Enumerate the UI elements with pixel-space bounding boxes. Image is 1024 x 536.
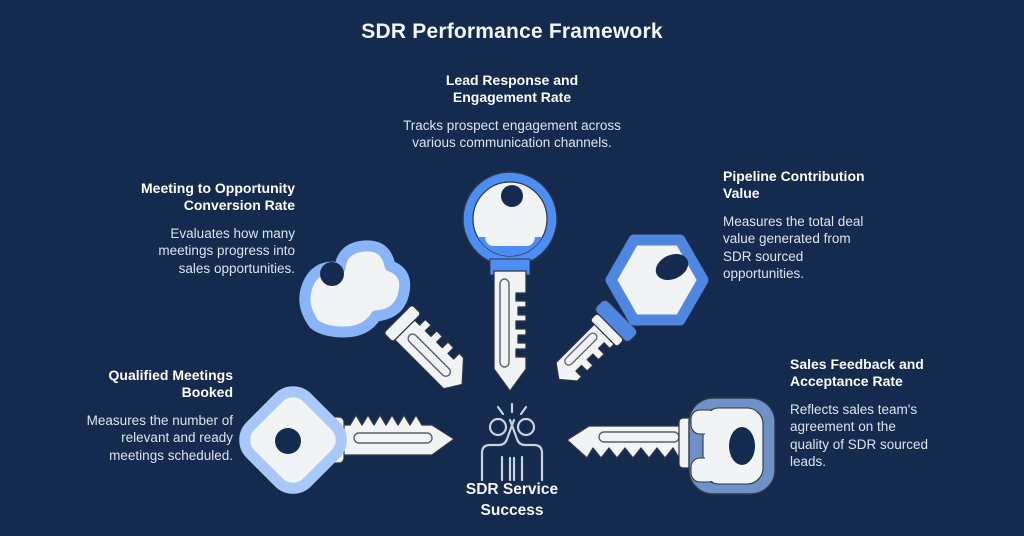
high-five-icon (480, 402, 544, 482)
round-head-key-icon (462, 171, 558, 392)
diamond-head-key-icon (239, 386, 455, 494)
metric-lead-response: Lead Response and Engagement Rate Tracks… (362, 72, 662, 152)
heart-head-key-icon (299, 240, 465, 390)
metric-pipeline-contribution: Pipeline Contribution Value Measures the… (723, 168, 898, 282)
center-label: SDR Service Success (465, 481, 559, 519)
page-title: SDR Performance Framework (361, 20, 663, 43)
square-head-key-icon (566, 397, 776, 495)
metric-body: Tracks prospect engagement across variou… (403, 118, 621, 151)
metric-sales-feedback: Sales Feedback and Acceptance Rate Refle… (790, 356, 940, 470)
metric-heading: Lead Response and Engagement Rate (445, 72, 579, 105)
metric-body: Evaluates how many meetings progress int… (158, 226, 295, 276)
metric-heading: Qualified Meetings Booked (108, 367, 233, 400)
metric-heading: Meeting to Opportunity Conversion Rate (141, 180, 295, 213)
metric-qualified-meetings: Qualified Meetings Booked Measures the n… (75, 367, 233, 464)
metric-heading: Pipeline Contribution Value (723, 168, 865, 201)
metric-body: Measures the number of relevant and read… (86, 413, 233, 463)
hex-head-key-icon (555, 234, 709, 382)
metric-body: Measures the total deal value generated … (723, 214, 864, 281)
metric-heading: Sales Feedback and Acceptance Rate (790, 356, 924, 389)
metric-body: Reflects sales team's agreement on the q… (790, 402, 929, 469)
metric-meeting-conversion: Meeting to Opportunity Conversion Rate E… (105, 180, 295, 277)
